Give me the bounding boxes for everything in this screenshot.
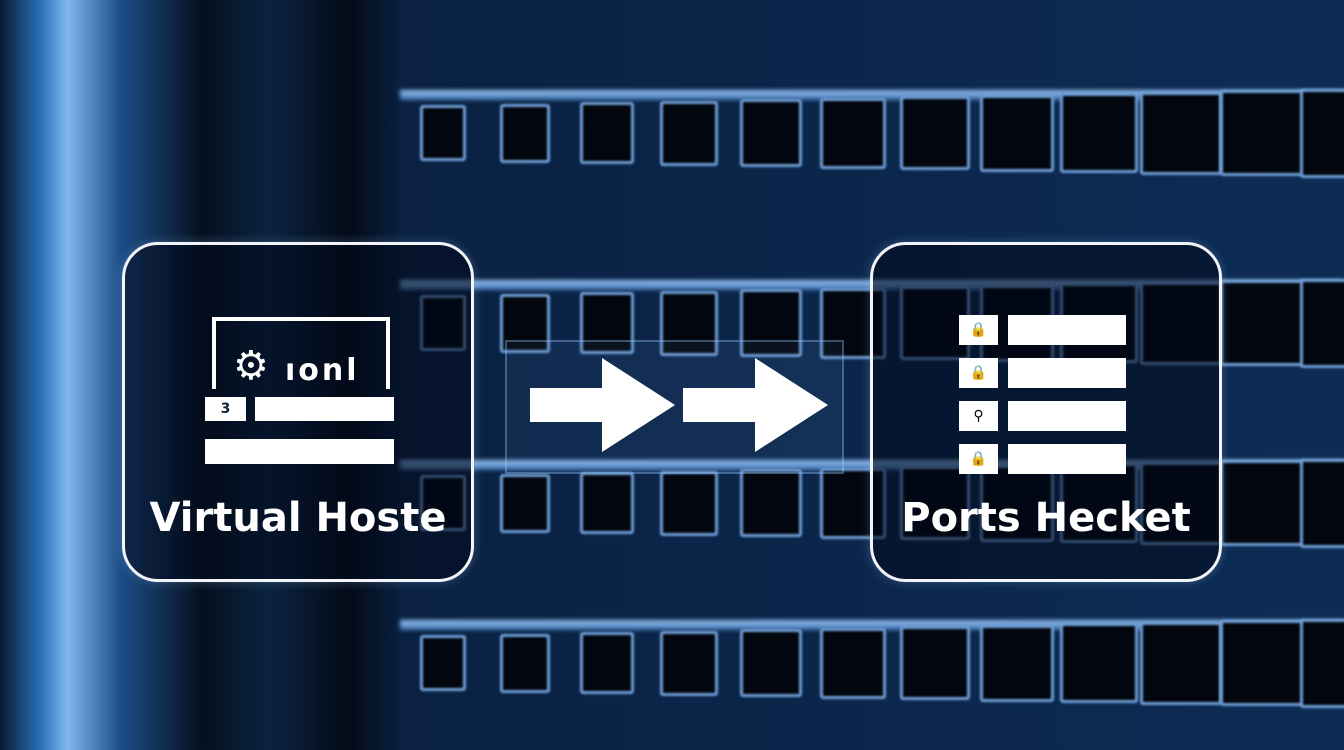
ethernet-port [660,470,718,536]
number-badge: 3 [205,397,246,421]
port-bar [1008,444,1126,474]
ethernet-port [580,472,634,534]
port-bar [1008,315,1126,345]
ethernet-port [580,632,634,694]
right-arrow-icon [530,358,675,452]
ethernet-port [500,633,550,693]
lock-icon: 🔒 [959,444,998,474]
ethernet-port [660,290,718,356]
ethernet-port [1060,623,1138,703]
bar [255,397,394,421]
ethernet-port [980,94,1054,172]
badge-number: 3 [220,401,231,417]
card-title: Virtual Hoste [149,495,447,541]
icon-text: ıonl [285,353,360,388]
ethernet-port [500,473,550,533]
monitor-frame-icon [212,317,390,389]
ethernet-port [1220,620,1306,706]
ethernet-port [420,105,466,161]
port-bar [1008,358,1126,388]
ethernet-port [980,624,1054,702]
ethernet-port [500,293,550,353]
rack-rail [400,620,1344,630]
lock-icon: 🔒 [959,315,998,345]
ethernet-port [740,99,802,167]
ethernet-port [1300,618,1344,708]
ethernet-port [1220,280,1306,366]
ethernet-port [1300,278,1344,368]
ethernet-port [740,289,802,357]
ethernet-port [740,469,802,537]
ethernet-port [660,100,718,166]
ethernet-port [820,627,886,699]
lock-icon: 🔒 [959,358,998,388]
keyhole-icon: ⚲ [959,401,998,431]
ethernet-port [1140,91,1222,175]
ethernet-port [1220,460,1306,546]
ethernet-port [900,96,970,170]
gear-icon: ⚙ [233,343,269,389]
ethernet-port [1300,88,1344,178]
ethernet-port [820,97,886,169]
ethernet-port [580,292,634,354]
ethernet-port [1300,458,1344,548]
ethernet-port [1220,90,1306,176]
bar [205,439,394,464]
ethernet-port [500,103,550,163]
ethernet-port [420,635,466,691]
rack-rail [400,90,1344,100]
ethernet-port [1060,93,1138,173]
ethernet-port [740,629,802,697]
ports-checker-card: 🔒 🔒 ⚲ 🔒 Ports Hecket [870,242,1222,582]
ethernet-port [900,626,970,700]
virtual-host-card: ⚙ ıonl 3 Virtual Hoste [122,242,474,582]
right-arrow-icon [683,358,828,452]
ethernet-port [1140,621,1222,705]
port-bar [1008,401,1126,431]
ethernet-port [660,630,718,696]
card-title: Ports Hecket [901,495,1191,541]
ethernet-port [580,102,634,164]
